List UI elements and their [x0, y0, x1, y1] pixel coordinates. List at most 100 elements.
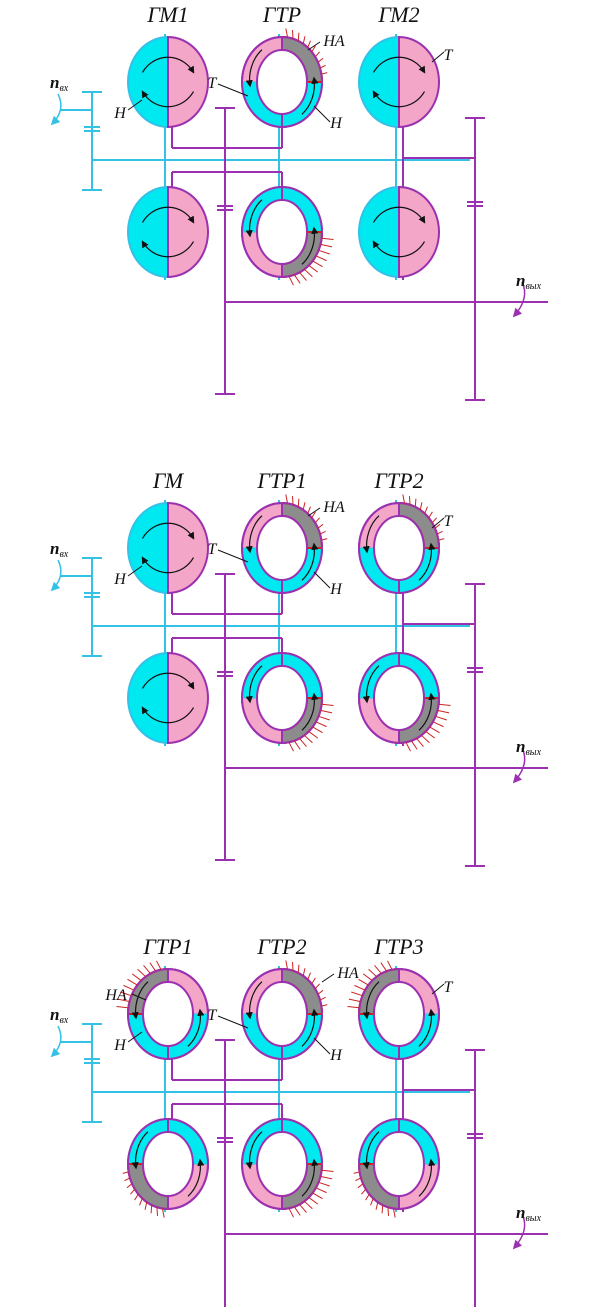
turbine-wheel-half	[167, 185, 209, 279]
turbine-wheel-half	[167, 501, 209, 595]
rotation-arrow-icon	[141, 672, 195, 690]
turbine-label: T	[208, 75, 218, 92]
pump-label-leader	[127, 565, 143, 577]
ground-hatch-line	[304, 734, 313, 744]
unit-title: ГМ2	[377, 2, 419, 27]
ground-hatch-line	[288, 742, 294, 752]
ground-hatch-line	[149, 962, 157, 972]
unit-title: ГТР1	[256, 468, 306, 493]
rotation-arrow-icon	[301, 76, 319, 115]
turbine-label: T	[444, 47, 454, 64]
torque-converter-unit	[241, 494, 328, 594]
pump-wheel-half	[358, 35, 400, 129]
ground-hatch-line	[414, 498, 417, 507]
output-rotation-arrow-icon	[512, 281, 526, 318]
turbine-label-leader	[431, 983, 445, 995]
ground-hatch-line	[321, 237, 334, 241]
rotation-arrow-icon	[301, 542, 319, 581]
ground-hatch-line	[314, 517, 320, 524]
unit-title: ГТР2	[373, 468, 423, 493]
ground-hatch-line	[123, 984, 135, 991]
torque-converter-unit	[241, 1118, 334, 1218]
reactor-label: HA	[322, 33, 345, 50]
ground-hatch-line	[307, 40, 311, 48]
ground-hatch-line	[302, 968, 306, 976]
ground-hatch-line	[161, 1208, 165, 1218]
ground-hatch-line	[380, 962, 388, 972]
ground-hatch-line	[314, 51, 320, 58]
ground-hatch-line	[320, 709, 333, 714]
rotation-arrow-icon	[418, 1008, 436, 1047]
ground-hatch-line	[285, 960, 289, 970]
rotation-arrow-icon	[131, 981, 149, 1020]
hatched-ground-icon	[122, 1171, 165, 1218]
hatched-ground-icon	[347, 960, 393, 1009]
ground-hatch-line	[320, 1175, 333, 1180]
unit-title: ГТР1	[142, 934, 192, 959]
pump-label-leader	[127, 99, 143, 111]
ground-hatch-line	[368, 968, 377, 978]
torque-converter-unit	[241, 960, 328, 1060]
rotation-arrow-icon	[245, 1131, 263, 1170]
ground-hatch-line	[435, 715, 447, 721]
reactor-label-leader	[307, 507, 321, 517]
pump-wheel-half	[127, 185, 169, 279]
ground-hatch-line	[438, 538, 445, 541]
ground-hatch-line	[428, 511, 433, 519]
ground-hatch-line	[405, 742, 411, 752]
hatched-ground-icon	[353, 1171, 396, 1218]
rotation-arrow-icon	[362, 515, 380, 554]
reactor-label-leader	[131, 993, 147, 1001]
rotation-arrow-icon	[141, 556, 195, 574]
ground-hatch-line	[285, 28, 289, 38]
ground-hatch-line	[319, 996, 326, 1001]
turbine-wheel-half	[167, 651, 209, 745]
ground-hatch-line	[355, 1177, 362, 1182]
reactor-label-leader	[307, 41, 321, 51]
pump-wheel-half	[127, 501, 169, 595]
converter-core	[256, 665, 308, 731]
rotation-arrow-icon	[187, 1158, 205, 1197]
ground-hatch-line	[437, 709, 450, 714]
pump-label: H	[113, 1037, 127, 1054]
torque-converter-unit	[347, 960, 440, 1060]
ground-hatch-line	[421, 734, 430, 744]
turbine-wheel-half	[398, 35, 440, 129]
ground-hatch-line	[374, 965, 382, 974]
reactor-label: HA	[104, 987, 127, 1004]
ground-hatch-line	[419, 502, 423, 510]
ground-hatch-line	[410, 740, 418, 750]
rotation-arrow-icon	[301, 1158, 319, 1197]
torque-converter-unit	[241, 28, 328, 128]
ground-hatch-line	[308, 731, 319, 739]
rotation-arrow-icon	[245, 199, 263, 238]
torque-converter-unit	[241, 652, 334, 752]
ground-hatch-line	[315, 255, 327, 262]
converter-core	[373, 1131, 425, 1197]
ground-hatch-line	[434, 523, 441, 529]
ground-hatch-line	[131, 973, 142, 981]
turbine-wheel-half	[398, 185, 440, 279]
converter-core	[142, 981, 194, 1047]
input-speed-label: nвх	[50, 1005, 69, 1026]
turbine-label: T	[444, 513, 454, 530]
ground-hatch-line	[130, 1188, 136, 1195]
pump-wheel-half	[127, 35, 169, 129]
ground-hatch-line	[150, 1205, 153, 1214]
turbine-label-leader	[431, 517, 445, 529]
rotation-arrow-icon	[362, 1131, 380, 1170]
ground-hatch-line	[311, 511, 316, 519]
ground-hatch-line	[120, 991, 132, 997]
rotation-arrow-icon	[187, 1008, 205, 1047]
torque-converter-unit	[353, 1118, 440, 1218]
output-rotation-arrow-icon	[512, 1213, 526, 1250]
pump-label: H	[113, 571, 127, 588]
ground-hatch-line	[314, 983, 320, 990]
pump-wheel-half	[127, 651, 169, 745]
rotation-arrow-icon	[418, 542, 436, 581]
rotation-arrow-icon	[362, 981, 380, 1020]
hatched-ground-icon	[116, 960, 162, 1009]
rotation-arrow-icon	[141, 90, 195, 108]
reactor-label: HA	[336, 965, 359, 982]
